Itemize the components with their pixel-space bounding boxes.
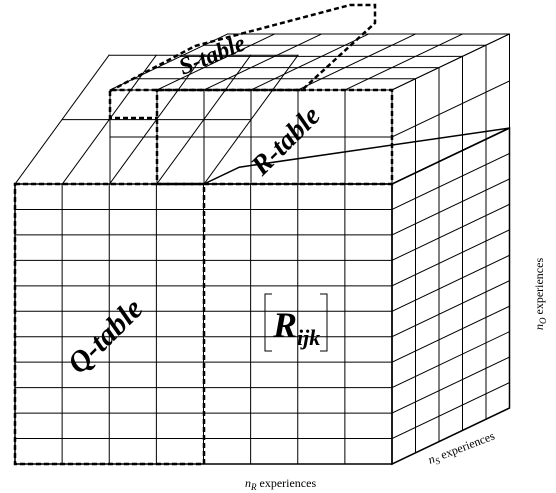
no-sub: O [538,317,548,324]
no-var: n [532,324,546,330]
axis-label-ns: nS experiences [426,428,498,468]
right-face-line [391,203,511,262]
rijk-element: Rijk [264,293,328,352]
cube-outlines [14,126,511,466]
right-face-line [391,356,511,414]
rijk-subscript: ijk [297,325,320,350]
rijk-label: Rijk [272,305,320,350]
right-face-line [391,381,511,440]
cube-grid [14,33,511,465]
rijk-symbol: R [272,305,297,345]
right-bracket [320,293,328,352]
right-face-line [391,152,511,211]
upper-top-face-line [250,33,370,91]
upper-top-face-line [109,33,229,91]
left-bracket [264,293,272,352]
right-face-line [391,305,511,363]
right-face-outline [391,126,511,466]
upper-top-face-line [156,33,276,91]
axis-label-nr: nR experiences [245,476,316,492]
right-face-line [391,254,511,312]
right-face-line [391,178,511,236]
nr-text: experiences [257,476,317,490]
upper-right-face-line [391,80,511,138]
upper-top-face-line [297,33,417,91]
ns-var: n [426,452,437,467]
right-face-line [391,330,511,389]
ns-text: experiences [436,428,497,463]
right-face-line [391,280,511,338]
r-table-label: R-table [245,100,327,182]
q-table-region [13,182,206,466]
s-table-region [108,3,377,94]
axis-label-no: nO experiences [532,258,548,330]
right-face-line [391,229,511,287]
upper-right-face-line [391,33,511,91]
nr-sub: R [250,482,257,492]
no-text: experiences [532,258,546,318]
front-top-outline [203,127,510,185]
upper-top-face-line [203,33,323,91]
table-regions [13,3,394,466]
upper-top-face-line [344,33,464,91]
s-table-region-front [108,91,157,120]
ns-sub: S [434,455,442,466]
nr-var: n [245,476,251,490]
r-table-region [155,88,394,186]
